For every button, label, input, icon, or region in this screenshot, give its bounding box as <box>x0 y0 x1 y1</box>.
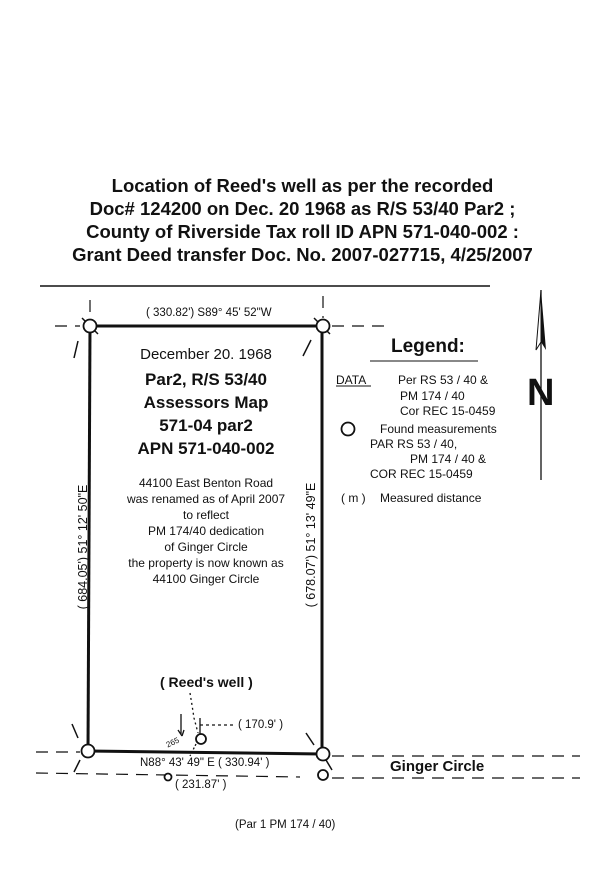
found-monuments <box>80 318 331 782</box>
legend-found-line: Found measurements <box>380 422 497 436</box>
title-line: County of Riverside Tax roll ID APN 571-… <box>86 221 519 242</box>
dashed-extensions <box>35 296 580 779</box>
north-arrow-icon <box>535 289 546 480</box>
note-line: 44100 East Benton Road <box>138 476 274 490</box>
document-title: Location of Reed's well as per the recor… <box>0 174 605 266</box>
monument-ne <box>315 318 331 334</box>
reeds-well-label: ( Reed's well ) <box>160 674 253 690</box>
south-offset: ( 231.87' ) <box>175 779 227 791</box>
parcel-info: December 20. 1968 Par2, R/S 53/40 Assess… <box>96 346 316 587</box>
note-line: to reflect <box>182 508 230 522</box>
legend-data-line: Cor REC 15-0459 <box>400 404 496 418</box>
parcel-date: December 20. 1968 <box>140 346 272 363</box>
parcel-line1: Par2, R/S 53/40 <box>145 370 267 389</box>
note-line: was renamed as of April 2007 <box>126 492 286 506</box>
title-line: Location of Reed's well as per the recor… <box>111 175 494 196</box>
north-letter: N <box>527 372 555 414</box>
street-name: Ginger Circle <box>390 758 485 775</box>
parcel-line2: Assessors Map <box>143 393 269 412</box>
note-line: 44100 Ginger Circle <box>152 572 260 586</box>
south-boundary <box>87 749 323 756</box>
west-bearing: ( 684.05') 51° 12' 50"E <box>76 484 90 610</box>
legend-m-key: ( m ) <box>341 491 366 505</box>
legend-data-line: Per RS 53 / 40 & <box>398 373 489 387</box>
parcel-line3: 571-04 par2 <box>159 416 253 435</box>
legend-found-line: PM 174 / 40 & <box>410 452 487 466</box>
monument-se <box>315 746 331 762</box>
monument-se-street <box>317 769 329 781</box>
legend-circle-icon <box>340 421 356 437</box>
note-line: PM 174/40 dedication <box>147 524 265 538</box>
monument-south-street <box>163 772 173 782</box>
monument-nw <box>82 318 98 334</box>
south-bearing: N88° 43' 49" E ( 330.94' ) <box>140 757 270 769</box>
well-symbol <box>195 733 207 745</box>
legend-found-line: COR REC 15-0459 <box>370 467 473 481</box>
legend-data-line: PM 174 / 40 <box>400 388 465 403</box>
legend-m-text: Measured distance <box>380 491 482 505</box>
parcel-note: 44100 East Benton Road was renamed as of… <box>96 475 316 587</box>
note-line: the property is now known as <box>128 556 284 570</box>
note-line: of Ginger Circle <box>164 540 248 554</box>
legend-data-key: DATA <box>336 373 367 387</box>
legend-heading: Legend: <box>391 336 465 357</box>
title-line: Grant Deed transfer Doc. No. 2007-027715… <box>72 244 533 265</box>
legend-found-line: PAR RS 53 / 40, <box>370 437 458 451</box>
title-line: Doc# 124200 on Dec. 20 1968 as R/S 53/40… <box>89 198 516 219</box>
legend-data-text: Per RS 53 / 40 & PM 174 / 40 Cor REC 15-… <box>398 373 495 420</box>
par1-label: (Par 1 PM 174 / 40) <box>235 819 336 831</box>
corner-ticks <box>71 317 333 773</box>
well-leaders <box>177 692 236 757</box>
west-boundary <box>86 325 92 752</box>
parcel-line4: APN 571-040-002 <box>137 439 275 458</box>
well-offset: ( 170.9' ) <box>238 719 284 731</box>
north-bearing: ( 330.82') S89° 45' 52"W <box>146 307 272 319</box>
legend-found-text: Found measurements PAR RS 53 / 40, PM 17… <box>370 422 497 482</box>
monument-sw <box>80 743 96 759</box>
